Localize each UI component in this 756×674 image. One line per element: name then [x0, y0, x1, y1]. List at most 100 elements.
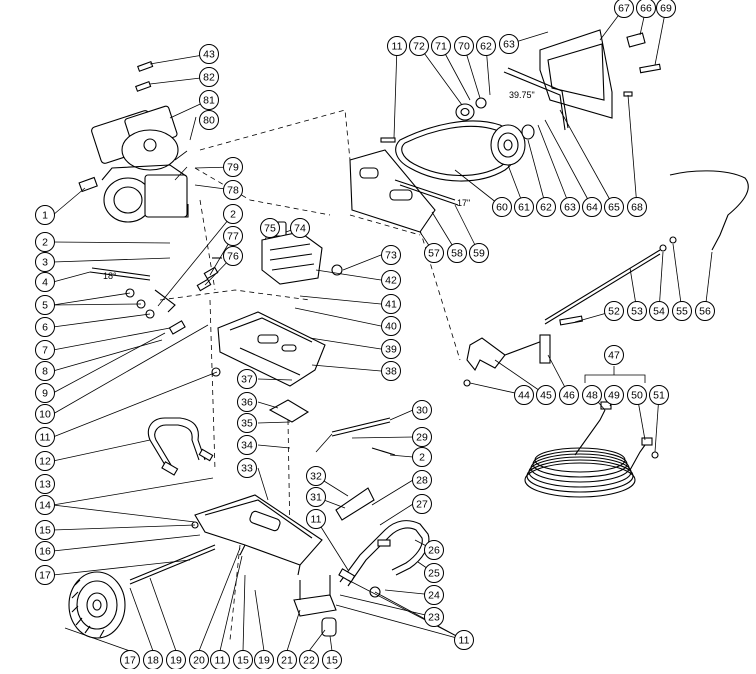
callout-circle	[649, 301, 669, 321]
callout-number: 25	[428, 568, 440, 580]
callout-circle	[536, 385, 556, 405]
callout-13: 13	[35, 474, 55, 494]
callout-number: 71	[435, 41, 447, 53]
callout-number: 33	[241, 463, 253, 475]
callout-number: 20	[193, 655, 205, 667]
belt	[395, 120, 519, 182]
callout-21: 21	[277, 650, 297, 670]
callout-circle	[306, 466, 326, 486]
callout-circle	[237, 369, 257, 389]
callout-circle	[35, 317, 55, 337]
callout-53: 53	[627, 301, 647, 321]
callout-38: 38	[381, 361, 401, 381]
callout-circle	[409, 36, 429, 56]
callout-51: 51	[649, 385, 669, 405]
callout-circle	[35, 404, 55, 424]
callout-number: 23	[428, 612, 440, 624]
callout-number: 18	[147, 655, 159, 667]
callout-15: 15	[35, 520, 55, 540]
callout-42: 42	[381, 270, 401, 290]
callout-59: 59	[469, 243, 489, 263]
callout-number: 72	[413, 41, 425, 53]
callout-64: 64	[582, 197, 602, 217]
callout-number: 14	[39, 500, 51, 512]
callout-circle	[223, 226, 243, 246]
callout-circle	[237, 435, 257, 455]
callout-number: 16	[39, 546, 51, 558]
callout-79: 79	[223, 157, 243, 177]
callout-75: 75	[260, 218, 280, 238]
callout-circle	[559, 385, 579, 405]
callout-number: 59	[473, 248, 485, 260]
callout-number: 78	[227, 185, 239, 197]
callout-number: 56	[699, 306, 711, 318]
callout-circle	[35, 252, 55, 272]
callout-circle	[636, 0, 656, 18]
callout-circle	[454, 630, 474, 650]
callout-57: 57	[424, 243, 444, 263]
callout-41: 41	[381, 294, 401, 314]
callout-50: 50	[627, 385, 647, 405]
callout-number: 62	[480, 41, 492, 53]
callout-circle	[381, 270, 401, 290]
callout-number: 30	[416, 405, 428, 417]
callout-number: 55	[676, 306, 688, 318]
callout-circle	[672, 301, 692, 321]
callout-circle	[412, 470, 432, 490]
callout-2: 2	[35, 232, 55, 252]
callout-number: 32	[310, 471, 322, 483]
callout-number: 66	[640, 3, 652, 15]
callout-circle	[447, 243, 467, 263]
callout-circle	[35, 541, 55, 561]
callout-40: 40	[381, 316, 401, 336]
callout-number: 75	[264, 223, 276, 235]
callout-circle	[412, 494, 432, 514]
callout-19: 19	[166, 650, 186, 670]
callout-74: 74	[290, 218, 310, 238]
callout-circle	[424, 563, 444, 583]
callout-circle	[199, 44, 219, 64]
callout-number: 27	[416, 499, 428, 511]
callout-circle	[582, 385, 602, 405]
callout-circle	[412, 447, 432, 467]
callout-number: 68	[631, 202, 643, 214]
callout-number: 29	[416, 432, 428, 444]
cross-brace	[331, 417, 396, 456]
callout-circle	[223, 204, 243, 224]
callout-number: 6	[42, 322, 48, 334]
axle	[129, 544, 216, 585]
callout-number: 37	[241, 374, 253, 386]
callout-number: 48	[586, 390, 598, 402]
callout-number: 26	[428, 545, 440, 557]
callout-circle	[582, 197, 602, 217]
callout-65: 65	[604, 197, 624, 217]
callout-28: 28	[412, 470, 432, 490]
callout-number: 11	[40, 432, 51, 444]
callout-circle	[237, 458, 257, 478]
callout-number: 39	[385, 344, 397, 356]
callout-circle	[649, 385, 669, 405]
callout-78: 78	[223, 180, 243, 200]
callout-circle	[627, 301, 647, 321]
callout-number: 41	[385, 299, 397, 311]
callout-circle	[35, 565, 55, 585]
callout-circle	[514, 385, 534, 405]
callout-number: 2	[42, 237, 48, 249]
callout-number: 79	[227, 162, 239, 174]
callout-number: 53	[631, 306, 643, 318]
callout-number: 12	[39, 456, 51, 468]
callout-number: 40	[385, 321, 397, 333]
callout-22: 22	[299, 650, 319, 670]
callout-number: 63	[503, 39, 515, 51]
callout-68: 68	[627, 197, 647, 217]
mount-plate	[217, 311, 326, 387]
pulleys	[455, 97, 535, 166]
callout-2: 2	[412, 447, 432, 467]
callout-number: 5	[42, 300, 48, 312]
callout-circle	[424, 540, 444, 560]
callout-number: 11	[459, 635, 470, 647]
callout-number: 11	[311, 514, 322, 526]
callout-73: 73	[381, 245, 401, 265]
